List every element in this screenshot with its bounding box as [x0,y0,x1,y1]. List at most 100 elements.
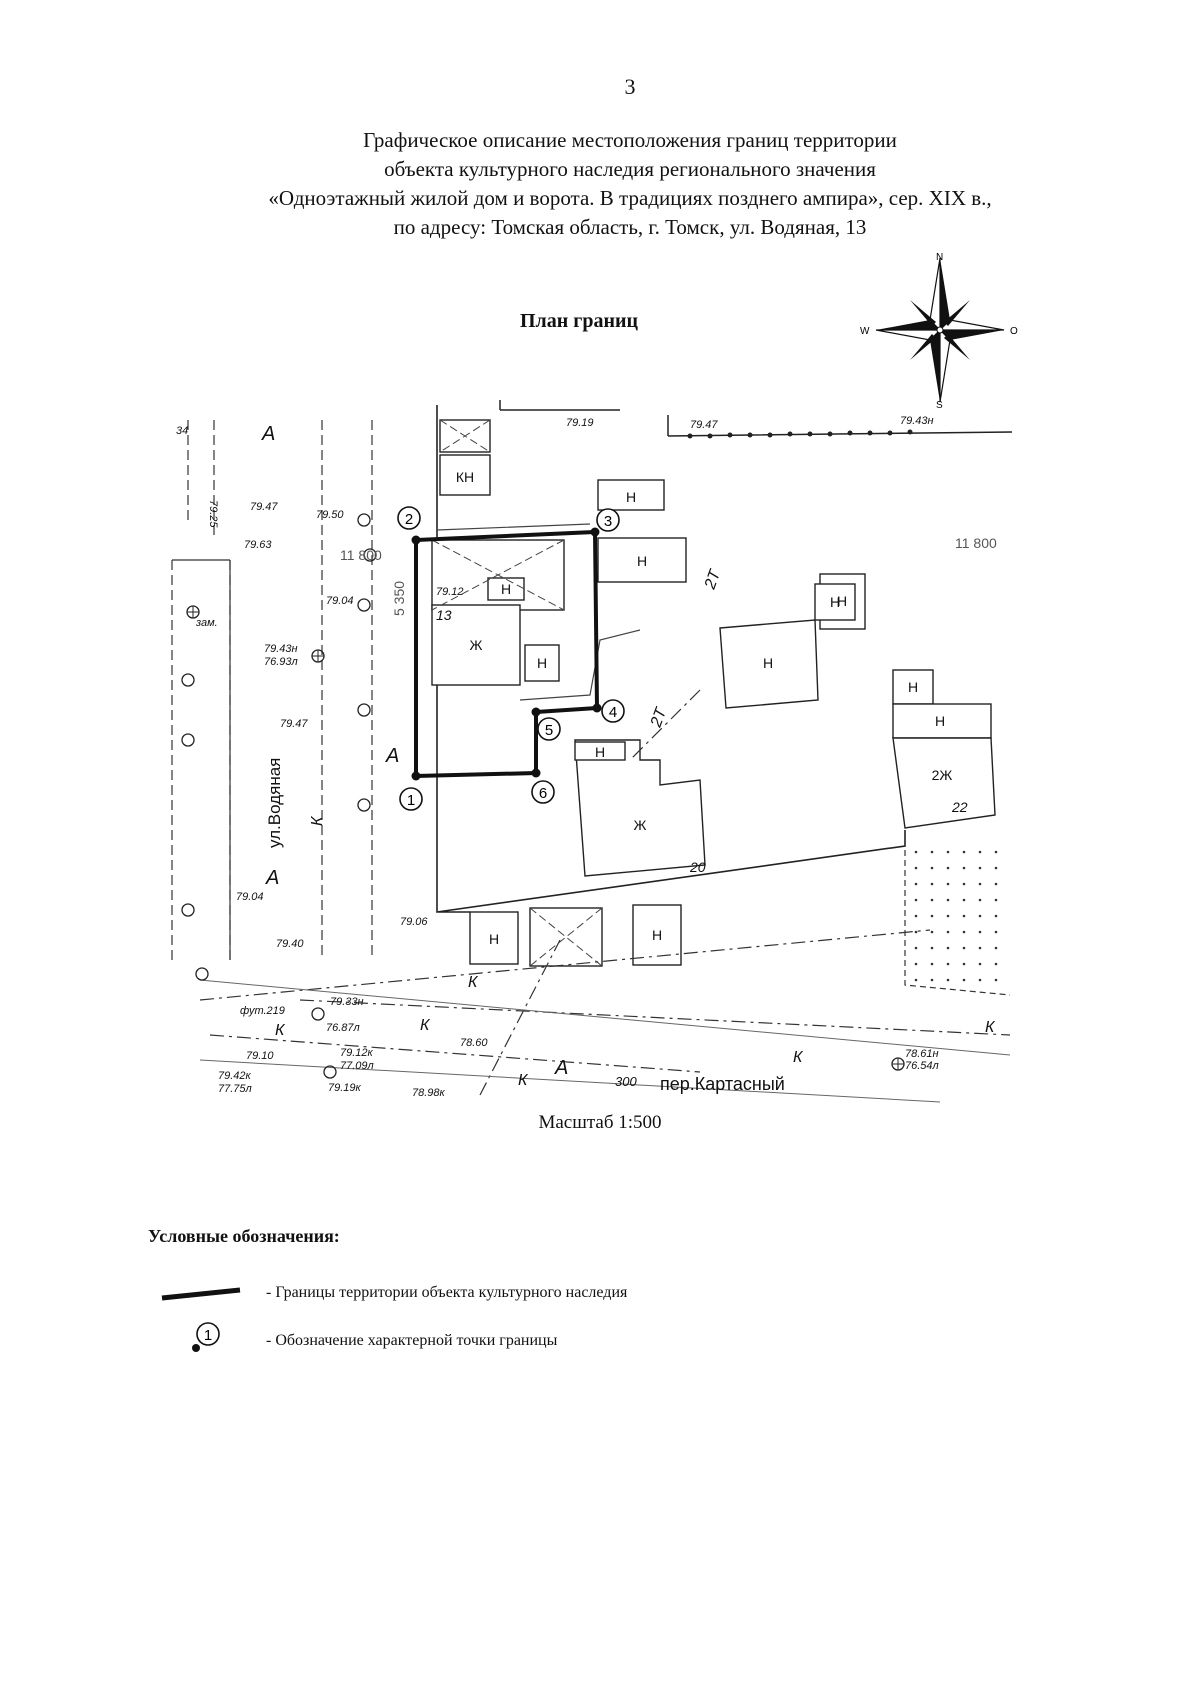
elevation: 78.98к [412,1087,446,1099]
elevation: 76.54л [905,1060,939,1072]
elevation: 76.93л [264,656,298,668]
elevation: 79.40 [276,938,304,950]
svg-text:6: 6 [539,785,547,802]
building-zh1 [431,604,521,686]
legend-boundary-text: - Границы территории объекта культурного… [266,1284,628,1301]
label-kn: КН [456,469,474,485]
label-h11: Н [652,927,662,943]
legend-item-point: 1 - Обозначение характерной точки границ… [160,1318,760,1358]
elevation: 79.47 [280,718,308,730]
boundary-point-1: 1 [399,771,423,811]
elevation: 79.10 [246,1050,274,1062]
label-h1: Н [626,489,636,505]
label-300: 300 [615,1074,637,1089]
svg-text:2: 2 [405,511,413,528]
label-h2: Н [637,553,647,569]
building-kn [439,454,491,496]
svg-text:4: 4 [609,704,617,721]
area-label-a3: А [265,867,279,889]
boundary-plan-map: 1 2 3 4 5 6 КН Н Н Н Ж Н Н Н Н Ж Н Н 2 [171,400,1013,1103]
boundary-point-6: 6 [531,768,555,804]
area-label-a4: А [554,1057,568,1079]
elevation: 79.47 [250,501,278,513]
compass-north: N [936,252,943,263]
well-crosshairs [187,606,904,1070]
house-number-22: 22 [951,799,968,815]
label-footing: фут.219 [240,1005,285,1017]
label-h10: Н [489,931,499,947]
elevation: 79.33н [330,996,364,1008]
elevation: 78.61н [905,1048,939,1060]
building-h8 [892,669,934,705]
elevation: 79.25 [207,500,219,528]
legend-point-text: - Обозначение характерной точки границы [266,1332,558,1349]
area-label-a1: А [261,423,275,445]
boundary-point-3: 3 [590,508,620,537]
network-t1: 2Т [701,567,724,592]
utility-line-k [199,689,1011,1096]
label-h9: Н [935,713,945,729]
compass-south: S [936,400,943,410]
elevation: 79.50 [316,509,344,521]
map-scale: Масштаб 1:500 [538,1112,662,1133]
building-h2 [597,537,687,583]
street-solid-edge [172,559,231,960]
elevation: 79.12 [436,586,464,598]
plan-heading: План границ [520,310,639,332]
elevation: 79.06 [400,916,428,928]
title-line-4: по адресу: Томская область, г. Томск, ул… [393,215,867,239]
elevation: 79.12к [340,1047,374,1059]
label-h5: Н [763,655,773,671]
legend-title: Условные обозначения: [148,1226,340,1246]
street-label-vodyanaya: ул.Водяная [265,758,284,848]
boundary-point-symbol-icon: 1 [192,1322,220,1352]
boundary-point-5: 5 [531,707,561,741]
boundary-point-2: 2 [397,506,421,545]
network-k2: К [420,1017,431,1034]
street-label-kartasny: пер.Картасный [660,1074,785,1094]
house-number-20: 20 [689,859,706,875]
boundary-point-4: 4 [592,699,625,723]
building-h11 [632,904,682,966]
building-h1 [597,479,665,511]
garden-boundary [904,830,1011,996]
elevation: 78.60 [460,1037,488,1049]
elevation: 79.43н [264,643,298,655]
building-zh3 [892,737,996,829]
label-h3: Н [501,581,511,597]
building-h4 [524,644,560,682]
top-fence-line [499,400,1013,437]
label-h6: Н [837,593,847,609]
fence-posts [687,429,913,439]
label-h4: Н [537,655,547,671]
crossed-hatching [431,419,603,967]
svg-text:3: 3 [604,513,612,530]
elevation: 79.42к [218,1070,252,1082]
building-h12 [814,583,856,621]
network-k7: К [309,815,326,826]
page-number: 3 [624,74,636,99]
compass-west: W [860,326,870,337]
title-line-1: Графическое описание местоположения гран… [363,128,897,152]
elevation: 77.75л [218,1083,252,1095]
boundary-line-symbol-icon [161,1287,241,1301]
elevation: 77.09л [340,1060,374,1072]
elevation: 76.87л [326,1022,360,1034]
label-zam: зам. [195,617,218,629]
label-h7: Н [595,744,605,760]
grid-label-5350: 5 350 [391,581,407,616]
svg-text:1: 1 [204,1327,212,1344]
road-curb-lines [199,979,1011,1103]
network-t2: 2Т [647,705,670,730]
svg-text:1: 1 [407,792,415,809]
label-zh1: Ж [470,637,483,653]
building-zh2 [574,739,706,877]
label-zh3: 2Ж [932,767,953,783]
network-k1: К [468,974,479,991]
building-h10 [469,911,519,965]
label-h8: Н [908,679,918,695]
elevation: 79.43н [900,415,934,427]
compass-rose-icon: N S W O [860,252,1018,410]
garden-dotted-area [905,840,1010,990]
elevation: 79.19 [566,417,594,429]
